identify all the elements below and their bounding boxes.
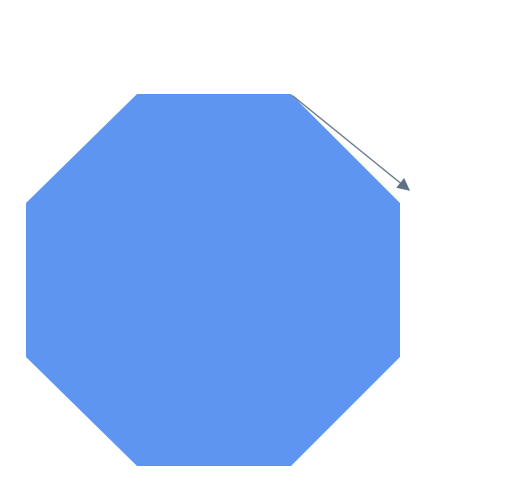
arrow-connector[interactable]: [292, 95, 410, 191]
octagon-shape[interactable]: [26, 94, 400, 466]
